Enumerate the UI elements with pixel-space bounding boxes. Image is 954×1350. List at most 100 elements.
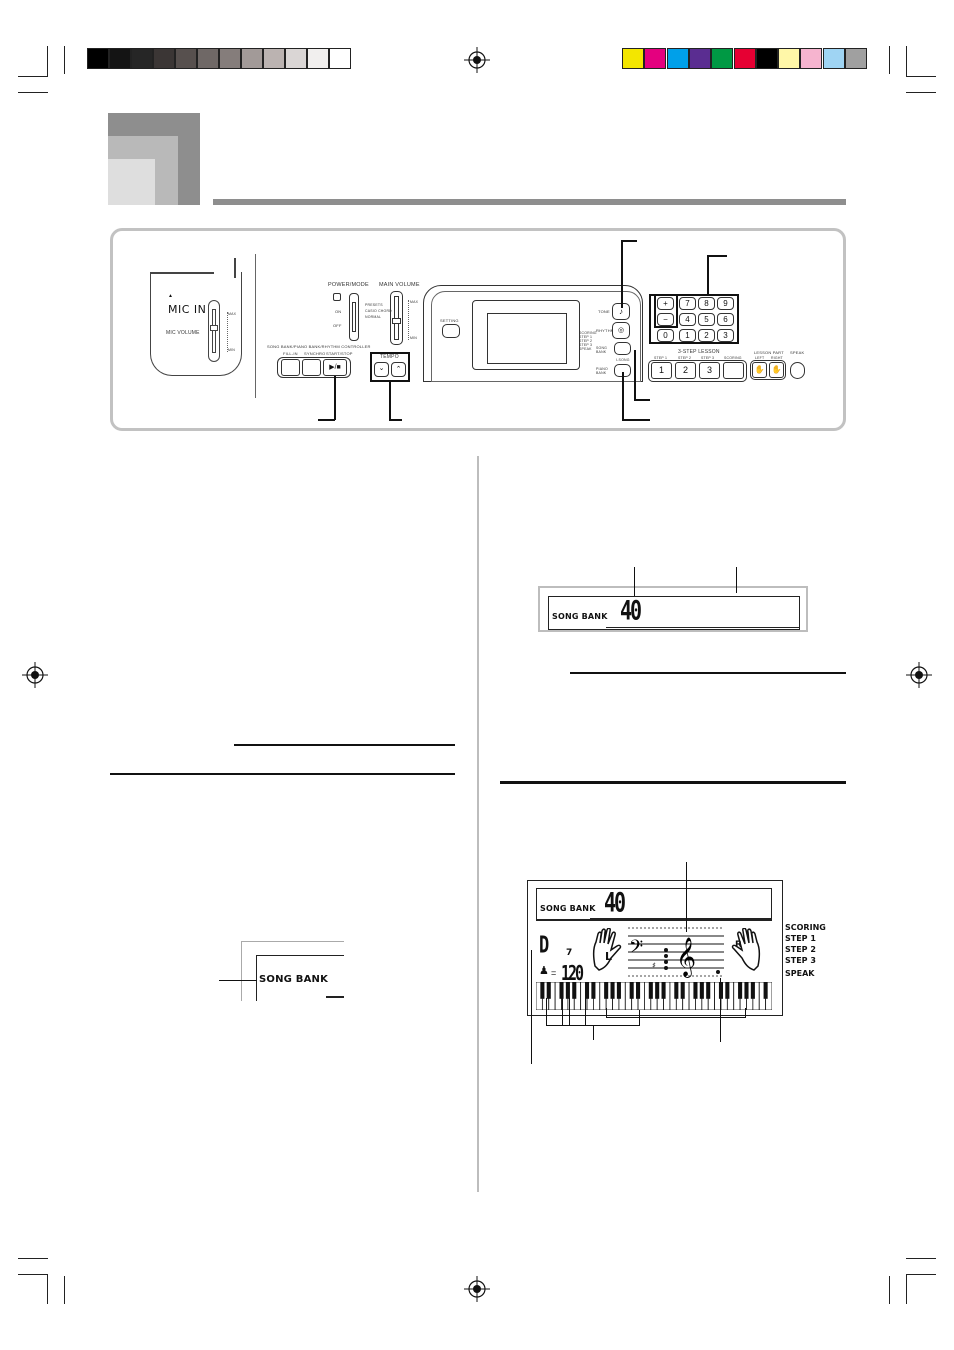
lcd-black-key xyxy=(706,982,711,999)
lesson-step1-label: STEP 1 xyxy=(654,356,668,360)
lesson-step3-button[interactable]: 3 xyxy=(699,362,720,379)
lcd-black-key xyxy=(699,982,704,999)
gray-swatch xyxy=(153,48,175,69)
plus-button[interactable]: + xyxy=(657,297,674,310)
display-small xyxy=(538,586,808,632)
left-rule-short xyxy=(234,744,455,746)
mic-max-label: MAX xyxy=(228,312,237,316)
setting-button[interactable] xyxy=(442,324,460,338)
setting-label: SETTING xyxy=(440,318,459,323)
mic-volume-slider[interactable] xyxy=(208,300,220,362)
numpad-key-5[interactable]: 5 xyxy=(698,313,715,326)
lcd-black-key xyxy=(763,982,768,999)
panel-lcd-side-speak: SPEAK xyxy=(579,347,592,351)
power-mode-switch[interactable] xyxy=(349,293,359,341)
display-small-callout-1 xyxy=(634,567,635,596)
display-small-song-bank-label: SONG BANK xyxy=(552,612,608,621)
panel-lcd xyxy=(472,300,580,370)
lcd-black-key xyxy=(616,982,621,999)
main-volume-max-label: MAX xyxy=(410,300,419,304)
registration-target-icon xyxy=(22,662,48,688)
lesson-step2-button[interactable]: 2 xyxy=(675,362,696,379)
tempo-up-button[interactable]: ⌃ xyxy=(391,362,406,377)
gray-swatch xyxy=(175,48,197,69)
lesson-title: 3-STEP LESSON xyxy=(678,349,720,355)
lcd-black-key xyxy=(559,982,564,999)
right-rule-thick xyxy=(500,781,846,784)
gray-swatch xyxy=(263,48,285,69)
display-small-callout-2 xyxy=(736,567,737,593)
display-side-step3: STEP 3 xyxy=(785,956,816,965)
numpad-key-7[interactable]: 7 xyxy=(679,297,696,310)
display-large-hand-right-letter: R xyxy=(735,940,742,950)
rhythm-button[interactable]: ◎ xyxy=(612,322,630,339)
lcd-black-key xyxy=(584,982,590,999)
color-swatch xyxy=(644,48,667,69)
numpad-key-2[interactable]: 2 xyxy=(698,329,715,342)
numpad-key-1[interactable]: 1 xyxy=(679,329,696,342)
lesson-left-label: LEFT xyxy=(755,356,765,360)
mode-presets-label: PRESETS xyxy=(365,303,383,307)
lcd-black-key xyxy=(629,982,634,999)
lcd-black-key xyxy=(738,982,743,999)
right-rule-short xyxy=(570,672,846,674)
left-hand-icon xyxy=(592,928,622,971)
lcd-black-key xyxy=(540,982,545,999)
minus-button[interactable]: − xyxy=(657,313,674,326)
main-volume-min-label: MIN xyxy=(410,336,418,340)
display-large-song-bank-label: SONG BANK xyxy=(540,904,596,913)
display-large-hand-left-letter: L xyxy=(605,950,613,963)
display-crop-song-bank-label: SONG BANK xyxy=(259,974,329,985)
gray-swatch xyxy=(329,48,351,69)
speak-label: SPEAK xyxy=(790,350,805,355)
color-swatch xyxy=(666,48,689,69)
numpad-key-3[interactable]: 3 xyxy=(717,329,734,342)
left-hand-button[interactable]: ✋ xyxy=(752,362,767,378)
display-crop-callout xyxy=(219,980,257,981)
lcd-black-key xyxy=(610,982,615,999)
mic-in-label: MIC IN xyxy=(168,303,207,316)
numpad-key-9[interactable]: 9 xyxy=(717,297,734,310)
power-button[interactable] xyxy=(333,293,341,301)
mode-casio-chord-label: CASIO CHORD xyxy=(365,309,392,313)
display-side-speak: SPEAK xyxy=(785,969,815,978)
gray-swatch xyxy=(219,48,241,69)
speak-button[interactable] xyxy=(790,362,805,379)
tempo-down-button[interactable]: ⌄ xyxy=(374,362,389,377)
display-large-number: 40 xyxy=(604,886,626,919)
fill-in-button[interactable] xyxy=(281,359,300,376)
main-volume-slider[interactable] xyxy=(390,291,403,345)
synchro-button[interactable] xyxy=(302,359,321,376)
left-rule-long xyxy=(110,773,455,775)
mode-normal-label: NORMAL xyxy=(365,315,382,319)
numpad-key-0[interactable]: 0 xyxy=(657,329,674,342)
power-on-label: ON xyxy=(335,309,342,314)
lcd-black-key xyxy=(674,982,679,999)
lesson-part-label: LESSON PART xyxy=(754,350,784,355)
lcd-black-key xyxy=(744,982,749,999)
lcd-black-key xyxy=(648,982,653,999)
registration-target-icon xyxy=(906,662,932,688)
lesson-step3-label: STEP 3 xyxy=(701,356,715,360)
panel-divider xyxy=(255,254,256,398)
right-hand-button[interactable]: ✋ xyxy=(769,362,784,378)
numpad-key-8[interactable]: 8 xyxy=(698,297,715,310)
start-stop-button[interactable]: ▶/■ xyxy=(323,359,347,376)
song-bank-button[interactable] xyxy=(614,342,631,355)
gray-swatch xyxy=(87,48,109,69)
right-hand-icon xyxy=(731,928,761,971)
numpad-key-4[interactable]: 4 xyxy=(679,313,696,326)
svg-text:𝄞: 𝄞 xyxy=(676,937,696,978)
mic-min-label: MIN xyxy=(228,348,236,352)
lcd-black-key xyxy=(572,982,577,999)
panel-lcd-side-scoring: SCORING xyxy=(579,331,597,335)
gray-swatch xyxy=(109,48,131,69)
power-mode-label: POWER/MODE xyxy=(328,282,369,288)
lcd-black-key xyxy=(636,982,641,999)
gray-swatch xyxy=(197,48,219,69)
lesson-step1-button[interactable]: 1 xyxy=(651,362,672,379)
registration-target-icon xyxy=(464,1276,490,1302)
lcd-black-key xyxy=(725,982,730,999)
scoring-button[interactable] xyxy=(723,362,744,379)
numpad-key-6[interactable]: 6 xyxy=(717,313,734,326)
